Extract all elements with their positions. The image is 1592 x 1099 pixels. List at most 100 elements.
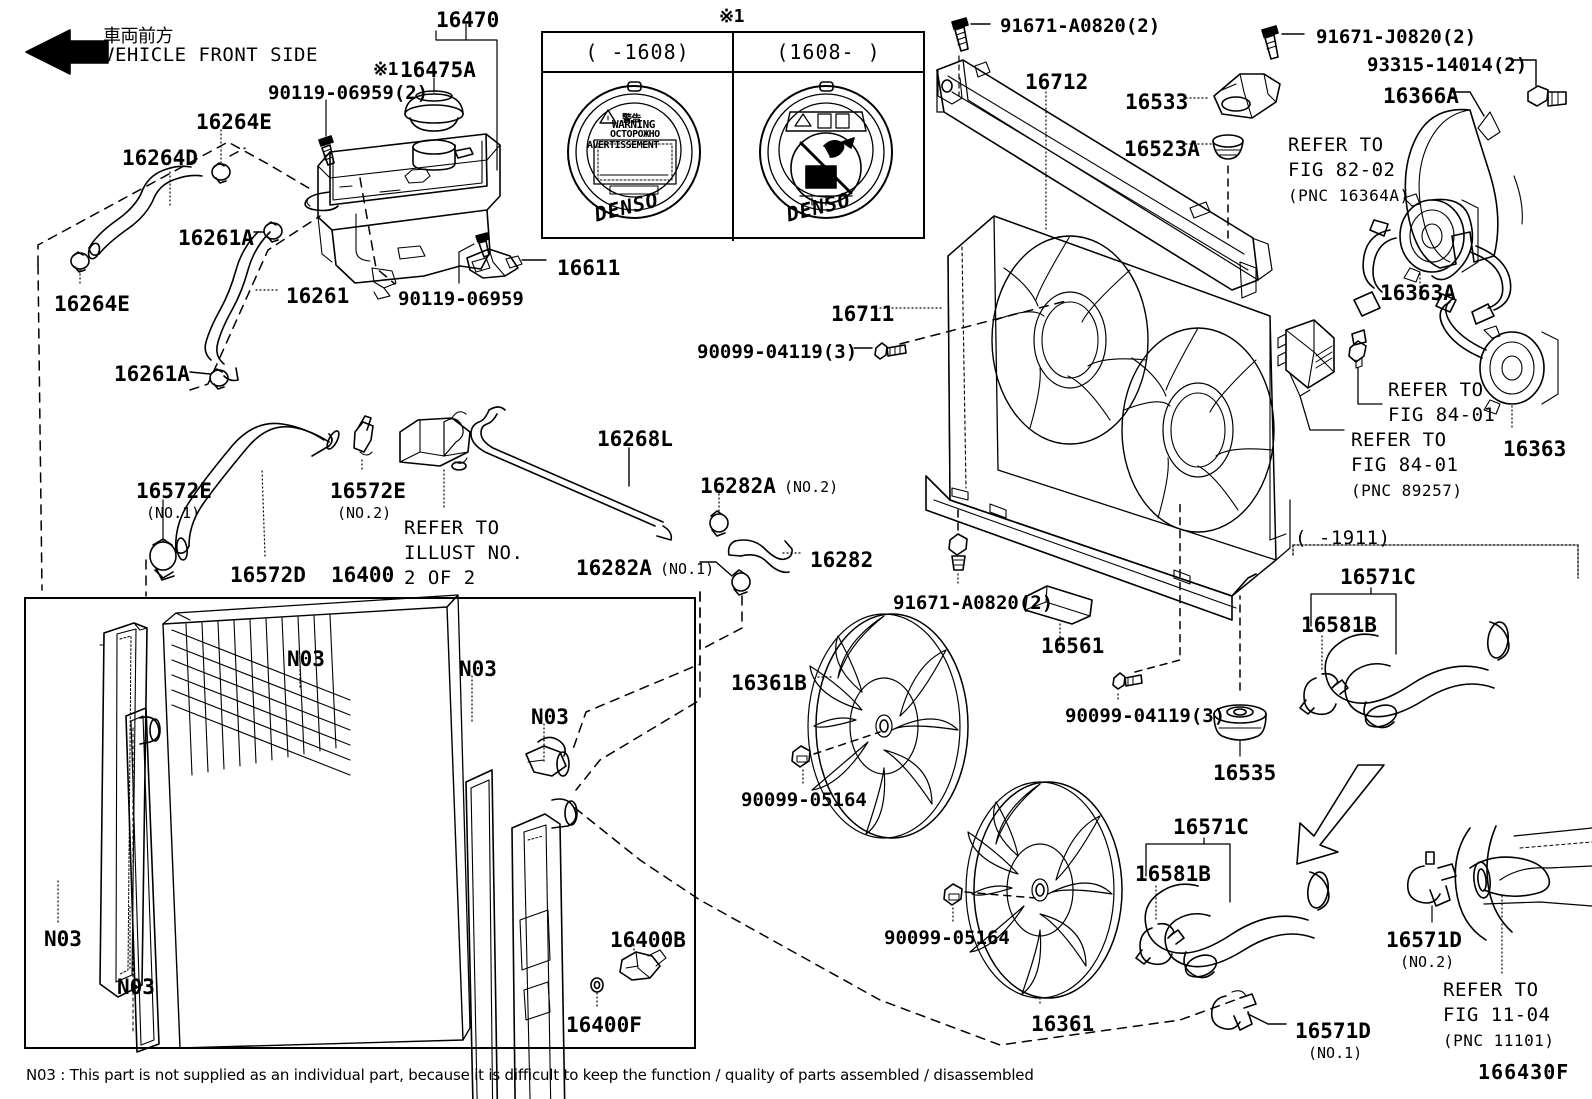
clamp-16264e-top (212, 163, 230, 183)
clamp-16282a-no1 (732, 570, 750, 595)
inset-marker: ※1 (719, 6, 744, 27)
part-label-l-16400-top: 16400 (331, 563, 395, 587)
nut-90099-05164-a (792, 746, 810, 767)
screw-91671-a0820-top (952, 18, 968, 51)
hose-16571c-lower (1145, 871, 1330, 981)
part-label-l-16264D: 16264D (122, 146, 198, 170)
fan-shroud-16711 (926, 216, 1290, 620)
screw-91671-j0820 (1262, 26, 1278, 59)
bracket-16533 (1214, 74, 1280, 118)
refer-block-ref-illust: REFER TO ILLUST NO. 2 OF 2 (404, 516, 523, 591)
inset-col-header-right: (1608- ) (732, 33, 923, 71)
part-label-l-16475A-mark: ※1 (373, 59, 398, 80)
vehicle-front-arrow (26, 30, 108, 74)
inset-col-header-left: ( -1608) (585, 40, 690, 64)
part-label-l-16571D-2: 16571D (1386, 928, 1462, 952)
hose-16282 (729, 540, 793, 572)
part-label-l-90099-05164-b: 90099-05164 (884, 927, 1010, 949)
hose-16261 (205, 232, 270, 381)
part-label-l-16361B: 16361B (731, 671, 807, 695)
refer-line: ILLUST NO. (404, 542, 524, 564)
part-label-l-16264E-top: 16264E (196, 110, 272, 134)
part-label-l-91671-A0820-t: 91671-A0820(2) (1000, 15, 1161, 37)
part-label-l-16572E-2-no: (NO.2) (337, 504, 392, 522)
part-label-l-16572E-2: 16572E (330, 479, 406, 503)
diagram-id: 166430F (1478, 1060, 1570, 1084)
screw-90119-06959 (476, 233, 489, 257)
part-label-l-16571D-2-no: (NO.2) (1400, 953, 1455, 971)
part-label-l-16282A-2: 16282A (700, 474, 776, 498)
part-label-l-16282A-2-no: (NO.2) (784, 478, 839, 496)
refer-line: FIG 82-02 (1288, 159, 1396, 181)
part-label-l-16400F: 16400F (566, 1013, 642, 1037)
clamp-16581b-upper (1300, 674, 1348, 715)
clamp-16261a-bottom (210, 369, 228, 389)
cap-warning-ru: ОСТОРОЖНО (610, 129, 660, 140)
refer-line: 2 OF 2 (404, 567, 476, 589)
part-label-l-16535: 16535 (1213, 761, 1277, 785)
part-label-l-16400B: 16400B (610, 928, 686, 952)
part-label-l-16282A-1-no: (NO.1) (660, 560, 715, 578)
cap-warning-fr: AVERTISSEMENT (587, 140, 659, 151)
part-label-l-16363A: 16363A (1380, 281, 1456, 305)
part-label-l-16571C-a: 16571C (1340, 565, 1416, 589)
refer-line: REFER TO (1388, 379, 1484, 401)
part-label-l-90099-05164-a: 90099-05164 (741, 789, 867, 811)
vehicle-front-jp: 車両前方 (103, 26, 174, 47)
cooling-fan-16361 (966, 782, 1122, 998)
refer-pnc: (PNC 16364A) (1288, 186, 1410, 205)
clamp-16571d-no1 (1212, 991, 1256, 1030)
bolt-fig-84-01 (1349, 330, 1366, 368)
cap-warning-jp: 警告 (622, 114, 642, 125)
cap-variant-inset: ( -1608) (1608- ) (541, 31, 925, 241)
part-label-l-16268L: 16268L (597, 427, 673, 451)
clamp-16264e-bottom (71, 252, 89, 272)
part-label-l-93315-14014: 93315-14014(2) (1367, 54, 1528, 76)
part-label-l-16572D: 16572D (230, 563, 306, 587)
fan-shroud-plate-16366a (1405, 110, 1522, 268)
part-label-l-16561: 16561 (1041, 634, 1105, 658)
n03-marker-n03-b: N03 (459, 657, 497, 681)
part-label-l-16523A: 16523A (1124, 137, 1200, 161)
refer-line: REFER TO (404, 517, 500, 539)
n03-marker-n03-e: N03 (117, 975, 155, 999)
clamp-16261a-top (264, 222, 282, 242)
refer-line: FIG 84-01 (1388, 404, 1496, 426)
cap-warning-en: WARNING (612, 118, 655, 131)
radiator-support-16712 (937, 60, 1272, 298)
refer-line: REFER TO (1288, 134, 1384, 156)
n03-marker-n03-a: N03 (287, 647, 325, 671)
refer-line: REFER TO (1351, 429, 1447, 451)
part-label-l-16571D-1-no: (NO.1) (1308, 1044, 1363, 1062)
refer-pnc: (PNC 89257) (1351, 481, 1463, 500)
grommet-16523a (1213, 135, 1243, 159)
inset-cell-right (732, 73, 923, 241)
thermostat-housing (400, 412, 470, 470)
part-label-l-16711: 16711 (831, 302, 895, 326)
radiator-assembly-box (24, 597, 696, 1049)
refer-block-ref-8401-a: REFER TO FIG 84-01 (1388, 378, 1495, 428)
part-label-l-91671-J0820: 91671-J0820(2) (1316, 26, 1477, 48)
footnote-n03: N03 : This part is not supplied as an in… (26, 1066, 1034, 1084)
refer-line: FIG 84-01 (1351, 454, 1459, 476)
clamp-16581b-lower (1136, 924, 1184, 965)
refer-pnc: (PNC 11101) (1443, 1031, 1555, 1050)
n03-marker-n03-d: N03 (44, 927, 82, 951)
clamp-16572e-no2 (354, 416, 373, 455)
part-label-l-16366A: 16366A (1383, 84, 1459, 108)
refer-block-ref-8202: REFER TO FIG 82-02 (PNC 16364A) (1288, 133, 1410, 208)
screw-90119-06959-2 (319, 136, 334, 165)
part-label-l-90119-06959-2: 90119-06959(2) (268, 82, 429, 104)
part-label-l-16572E-1: 16572E (136, 479, 212, 503)
clamp-16571d-no2 (1408, 852, 1456, 906)
part-label-l-16282A-1: 16282A (576, 556, 652, 580)
refer-block-ref-8401-b: REFER TO FIG 84-01 (PNC 89257) (1351, 428, 1462, 503)
part-label-l-16581B-a: 16581B (1301, 613, 1377, 637)
refer-line: FIG 11-04 (1443, 1004, 1551, 1026)
clamp-16282a-no2 (710, 511, 728, 536)
relay-module-89257 (1278, 320, 1334, 396)
part-label-l-16282: 16282 (810, 548, 874, 572)
n03-marker-n03-c: N03 (531, 705, 569, 729)
part-label-l-16533: 16533 (1125, 90, 1189, 114)
nut-90099-05164-b (944, 884, 962, 905)
